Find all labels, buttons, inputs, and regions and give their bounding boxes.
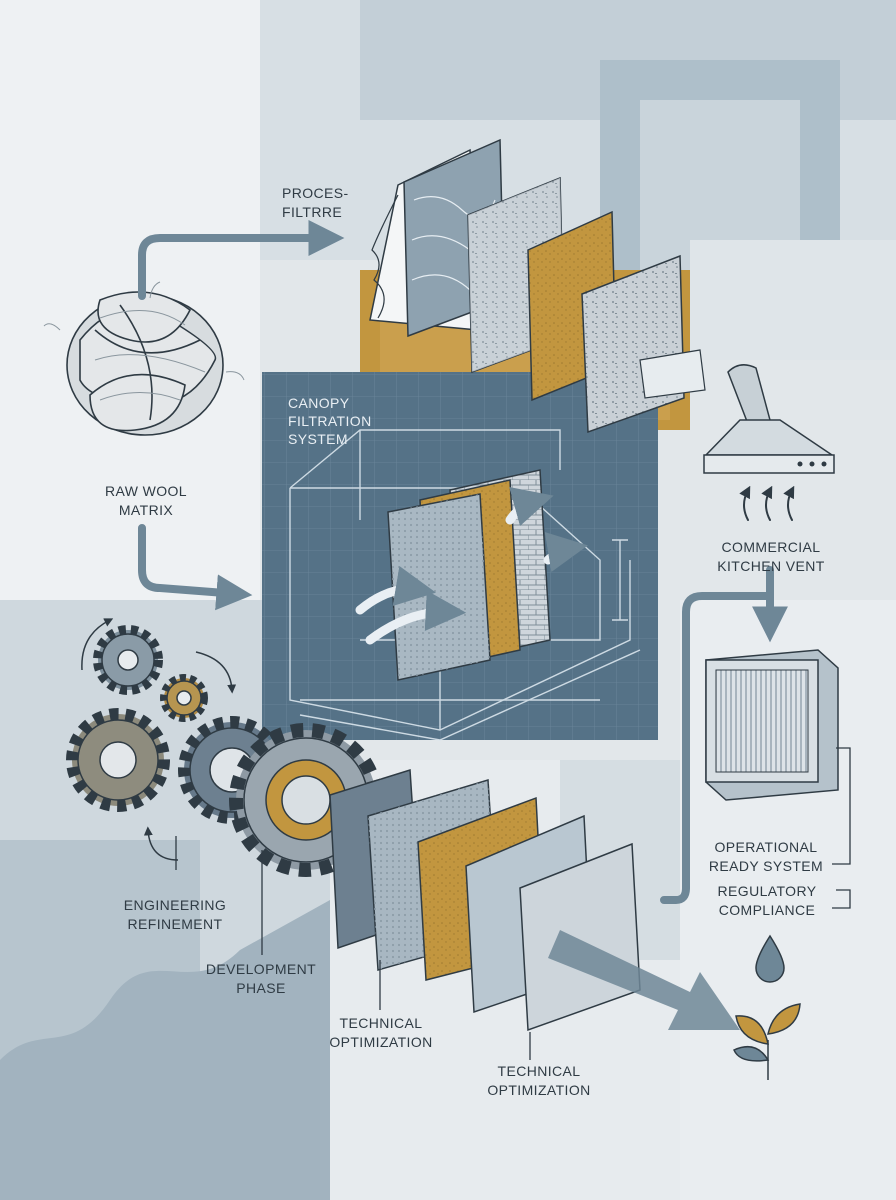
hvac-filter-icon [705, 649, 839, 801]
label-regulatory-compliance: REGULATORY COMPLIANCE [717, 883, 817, 918]
sprout-icon [733, 1003, 801, 1080]
wool-knot-icon [43, 281, 245, 436]
range-hood-icon [703, 364, 835, 521]
bottom-filter-layers [329, 769, 641, 1032]
gear-icon [66, 618, 383, 877]
label-commercial-kitchen-vent: COMMERCIAL KITCHEN VENT [717, 539, 825, 574]
leader-lines [175, 747, 851, 1060]
process-connectors [138, 220, 788, 904]
top-filter-panels [369, 138, 706, 434]
label-raw-wool-matrix: RAW WOOL MATRIX [104, 483, 187, 518]
label-process-filter: PROCES- FILTRRE [282, 185, 349, 220]
label-operational-ready-system: OPERATIONAL READY SYSTEM [708, 839, 824, 874]
label-technical-optimization-1: TECHNICAL OPTIMIZATION [329, 1015, 433, 1050]
label-engineering-refinement: ENGINEERING REFINEMENT [123, 897, 227, 932]
output-flow-arrow [548, 930, 740, 1030]
label-development-phase: DEVELOPMENT PHASE [205, 961, 317, 996]
blueprint-filter-stack [355, 469, 588, 681]
water-drop-icon [755, 934, 785, 983]
label-technical-optimization-2: TECHNICAL OPTIMIZATION [487, 1063, 591, 1098]
label-canopy-filtration-system: CANOPY FILTRATION SYSTEM [288, 395, 372, 447]
